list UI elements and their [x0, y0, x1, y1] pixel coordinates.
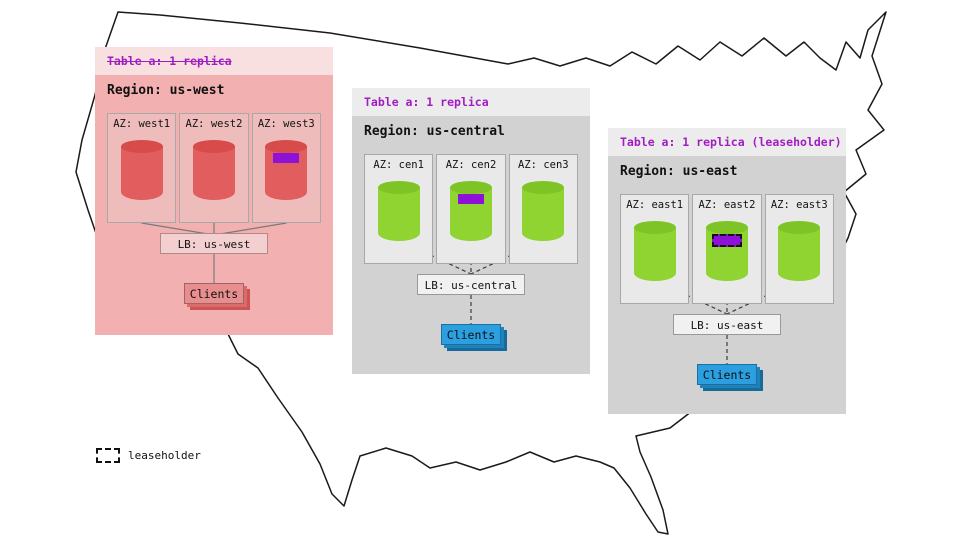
- clients-box: Clients: [441, 324, 501, 345]
- database-cylinder: [449, 181, 492, 241]
- database-cylinder: [192, 140, 235, 200]
- az-label: AZ: west1: [113, 118, 171, 130]
- az-box-east2: AZ: east2: [692, 194, 762, 304]
- table-replica-header: Table a: 1 replica (leaseholder): [608, 128, 846, 156]
- load-balancer-box: LB: us-central: [417, 274, 525, 295]
- az-label: AZ: west2: [185, 118, 243, 130]
- az-box-west1: AZ: west1: [107, 113, 177, 223]
- database-cylinder: [633, 221, 676, 281]
- clients-box: Clients: [697, 364, 757, 385]
- az-box-west2: AZ: west2: [179, 113, 249, 223]
- database-cylinder: [705, 221, 748, 281]
- az-label: AZ: east2: [698, 199, 756, 211]
- az-row: AZ: east1 AZ: east2 AZ: east3: [620, 194, 834, 304]
- table-replica-header: Table a: 1 replica: [95, 47, 333, 75]
- table-replica-label: Table a: 1 replica (leaseholder): [620, 135, 842, 149]
- az-box-west3: AZ: west3: [251, 113, 321, 223]
- az-row: AZ: cen1 AZ: cen2 AZ: cen3: [364, 154, 578, 264]
- load-balancer-box: LB: us-west: [160, 233, 268, 254]
- az-label: AZ: cen3: [518, 159, 569, 171]
- load-balancer-box: LB: us-east: [673, 314, 781, 335]
- region-panel-us-central: Table a: 1 replica Region: us-central AZ…: [352, 88, 590, 374]
- region-panel-us-east: Table a: 1 replica (leaseholder) Region:…: [608, 128, 846, 414]
- az-box-cen3: AZ: cen3: [508, 154, 578, 264]
- clients-box: Clients: [184, 283, 244, 304]
- table-replica-label: Table a: 1 replica: [364, 95, 489, 109]
- az-box-east1: AZ: east1: [620, 194, 690, 304]
- az-box-cen1: AZ: cen1: [364, 154, 434, 264]
- database-cylinder: [377, 181, 420, 241]
- region-title: Region: us-east: [620, 164, 738, 179]
- database-cylinder: [265, 140, 308, 200]
- legend-label: leaseholder: [128, 449, 201, 462]
- database-cylinder: [522, 181, 565, 241]
- replica-marker: [273, 153, 300, 163]
- az-box-cen2: AZ: cen2: [436, 154, 506, 264]
- table-replica-label: Table a: 1 replica: [107, 54, 232, 68]
- replica-marker: [457, 194, 484, 204]
- az-row: AZ: west1 AZ: west2 AZ: west3: [107, 113, 321, 223]
- az-label: AZ: cen1: [373, 159, 424, 171]
- database-cylinder: [120, 140, 163, 200]
- table-replica-header: Table a: 1 replica: [352, 88, 590, 116]
- region-panel-us-west: Table a: 1 replica Region: us-west AZ: w…: [95, 47, 333, 335]
- az-label: AZ: east1: [626, 199, 684, 211]
- region-title: Region: us-central: [364, 124, 505, 139]
- leaseholder-replica-marker: [711, 234, 742, 247]
- az-label: AZ: east3: [770, 199, 828, 211]
- database-cylinder: [778, 221, 821, 281]
- leaseholder-swatch-icon: [96, 448, 120, 463]
- az-box-east3: AZ: east3: [764, 194, 834, 304]
- region-title: Region: us-west: [107, 83, 225, 98]
- az-label: AZ: cen2: [445, 159, 497, 171]
- az-label: AZ: west3: [257, 118, 315, 130]
- legend: leaseholder: [96, 448, 201, 463]
